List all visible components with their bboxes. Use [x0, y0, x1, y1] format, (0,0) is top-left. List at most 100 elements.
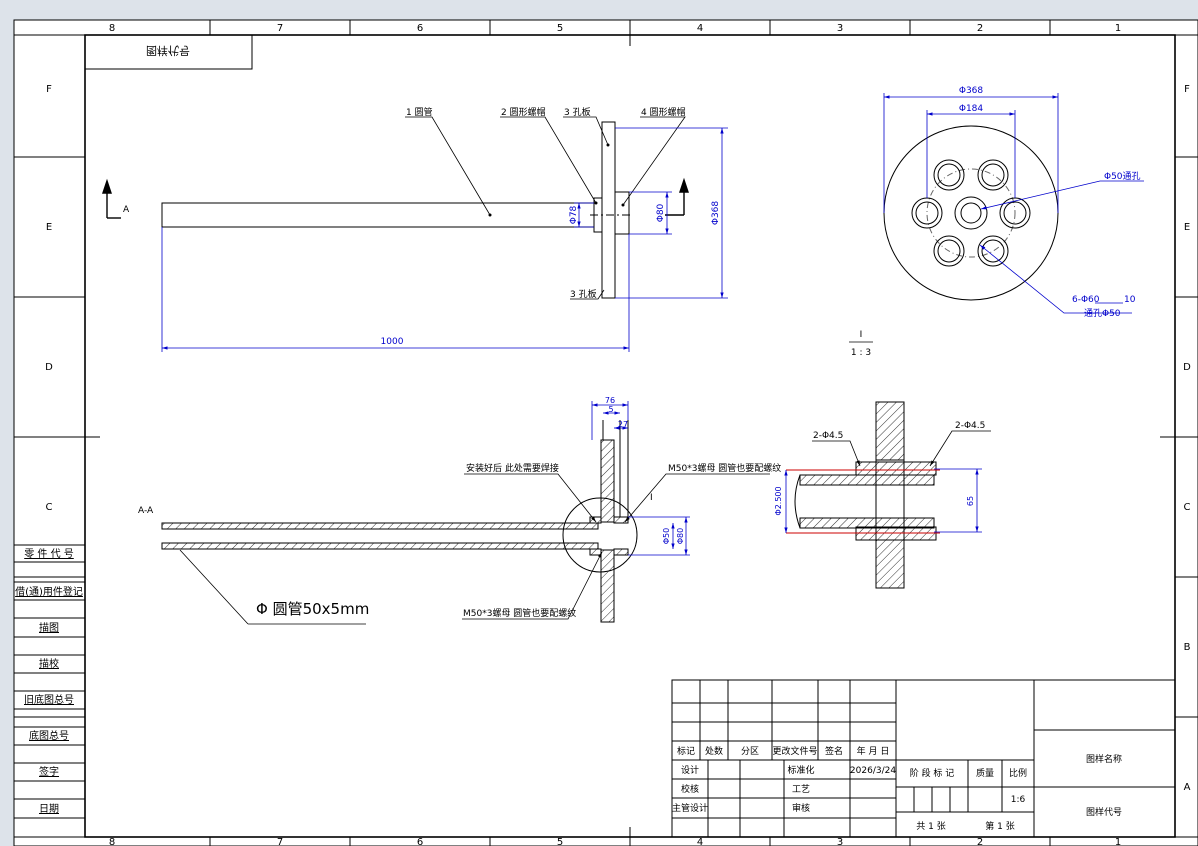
dim-detail-right: 65	[966, 496, 975, 506]
dim-pipe-diameter: Φ78	[569, 205, 579, 224]
side-dimensions	[883, 93, 1144, 314]
tb-weight: 质量	[976, 767, 994, 779]
panel-part-code: 零 件 代 号	[24, 548, 74, 560]
dim-side-outer: Φ368	[959, 86, 984, 96]
view-marker-letter: A	[123, 205, 130, 215]
front-leaders	[405, 116, 686, 300]
scale-note-top: I	[860, 330, 863, 340]
note-weld: 安装好后 此处需要焊接	[466, 462, 559, 474]
mirrored-code-box	[84, 34, 253, 70]
zone-col-7: 7	[277, 23, 283, 34]
mirrored-code-label: 图样代号	[146, 44, 190, 58]
zone-row-c-right: C	[1184, 502, 1191, 513]
tb-scale-value: 1:6	[1011, 795, 1026, 805]
dim-5: 5	[608, 405, 613, 414]
tb-sheet-no: 第 1 张	[985, 820, 1014, 832]
dim-side-pcd: Φ184	[959, 104, 984, 114]
left-panel	[14, 544, 85, 819]
dim-detail-left: Φ2.500	[774, 486, 783, 515]
tb-date-value: 2026/3/24	[850, 766, 896, 776]
paper	[14, 20, 1198, 846]
zone-col-4-bottom: 4	[697, 837, 703, 846]
pipe-spec-label: Φ 圆管50x5mm	[256, 600, 369, 618]
note-detail-right-hole: 2-Φ4.5	[955, 421, 985, 431]
tb-drawing-name: 图样名称	[1086, 753, 1122, 765]
zone-row-c: C	[46, 502, 53, 513]
tb-drawing-code: 图样代号	[1086, 806, 1122, 818]
leader-dot-1	[488, 213, 492, 217]
tb-review: 审核	[792, 802, 810, 814]
tb-sheets-total: 共 1 张	[916, 821, 945, 832]
zone-col-5: 5	[557, 23, 563, 34]
note-holes-spec: 6-Φ60	[1072, 295, 1100, 305]
front-view	[161, 121, 633, 299]
panel-sign: 签字	[39, 765, 59, 778]
label-part-3: 3 孔板	[564, 106, 591, 118]
outer-frame	[13, 19, 1198, 846]
zone-col-1-bottom: 1	[1115, 837, 1121, 846]
dim-27: 27	[618, 420, 628, 429]
detail-dimensions	[784, 468, 982, 533]
zone-col-1: 1	[1115, 23, 1121, 34]
tb-process: 工艺	[792, 784, 810, 795]
note-holes-depth: 10	[1124, 295, 1136, 305]
zone-col-4: 4	[697, 23, 703, 34]
label-part-2: 2 圆形螺帽	[501, 106, 546, 118]
tb-stage: 阶 段 标 记	[910, 767, 955, 779]
zone-row-f: F	[46, 84, 52, 95]
detail-marker: I	[650, 493, 653, 503]
panel-date: 日期	[39, 803, 59, 815]
tb-header-zone: 分区	[741, 746, 759, 757]
dim-76: 76	[605, 396, 615, 405]
title-block	[671, 679, 1176, 838]
zone-col-2-bottom: 2	[977, 837, 983, 846]
note-holes-through: 通孔Φ50	[1084, 308, 1121, 319]
panel-old-base: 旧底图总号	[24, 693, 74, 706]
zone-col-3-bottom: 3	[837, 837, 843, 846]
note-nut-bottom: M50*3螺母 圆管也要配螺纹	[463, 607, 576, 619]
tb-header-change-doc: 更改文件号	[772, 745, 817, 757]
panel-base: 底图总号	[29, 729, 69, 742]
zone-col-6-bottom: 6	[417, 837, 423, 846]
label-part-4: 4 圆形螺帽	[641, 106, 686, 118]
dim-section-50: Φ50	[662, 528, 671, 544]
note-nut-top: M50*3螺母 圆管也要配螺纹	[668, 462, 781, 474]
view-marker-left	[102, 178, 121, 219]
zone-row-a-right: A	[1184, 782, 1191, 793]
note-center-hole: Φ50通孔	[1104, 171, 1141, 182]
dim-section-80: Φ80	[676, 528, 685, 544]
panel-trace: 描图	[39, 621, 59, 634]
tb-header-count: 处数	[705, 745, 723, 757]
detail-leaders	[812, 430, 991, 467]
zone-col-7-bottom: 7	[277, 837, 283, 846]
zone-col-3: 3	[837, 23, 843, 34]
tb-header-sign: 签名	[825, 745, 843, 757]
label-part-3-bottom: 3 孔板	[570, 288, 597, 300]
leader-dot-3	[606, 143, 610, 147]
tb-design: 设计	[681, 764, 699, 776]
leader-dot-4	[621, 203, 625, 207]
tb-chief: 主管设计	[672, 802, 708, 814]
zone-col-6: 6	[417, 23, 423, 34]
nut-right	[614, 191, 630, 235]
scale-note-bottom: 1 : 3	[851, 348, 871, 358]
zone-row-b-right: B	[1184, 642, 1191, 653]
front-dimensions	[161, 127, 728, 352]
zone-col-8: 8	[109, 23, 115, 34]
leader-dot-2	[594, 201, 598, 205]
section-dimensions	[591, 401, 690, 556]
zone-row-f-right: F	[1184, 84, 1190, 95]
note-detail-left-hole: 2-Φ4.5	[813, 431, 843, 441]
dim-length: 1000	[381, 337, 404, 347]
zone-row-e-right: E	[1184, 222, 1190, 233]
tb-standard: 标准化	[787, 764, 814, 776]
section-title: A-A	[138, 506, 154, 516]
tb-check: 校核	[681, 783, 699, 795]
zone-row-d-right: D	[1183, 362, 1191, 373]
detail-view	[786, 401, 940, 589]
tb-header-mark: 标记	[677, 745, 695, 757]
panel-trace-check: 描校	[39, 657, 59, 670]
dim-plate-diameter: Φ368	[711, 201, 721, 226]
tb-header-date: 年 月 日	[857, 745, 890, 757]
